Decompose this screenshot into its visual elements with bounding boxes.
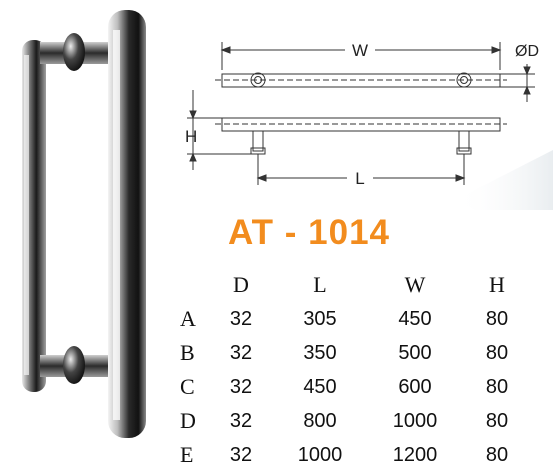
cell-l: 450 xyxy=(303,375,337,398)
back-bar-highlight xyxy=(24,55,29,375)
row-label: B xyxy=(180,340,195,365)
h-label: H xyxy=(185,127,197,146)
row-label: A xyxy=(180,306,196,331)
side-view-post-right xyxy=(458,130,470,152)
table-row: C 32 450 600 80 xyxy=(180,370,532,404)
cell-l: 1000 xyxy=(297,443,343,466)
l-label: L xyxy=(355,169,364,188)
cell-h: 80 xyxy=(485,443,509,466)
cell-l: 800 xyxy=(303,409,337,432)
front-bar-highlight xyxy=(113,30,120,420)
cell-d: 32 xyxy=(229,409,253,432)
top-view-post-left xyxy=(250,72,266,88)
w-label: W xyxy=(352,41,368,60)
cell-d: 32 xyxy=(229,307,253,330)
cell-l: 350 xyxy=(303,341,337,364)
cell-h: 80 xyxy=(485,375,509,398)
cell-w: 1000 xyxy=(392,409,438,432)
table-row: E 32 1000 1200 80 xyxy=(180,438,532,472)
spec-table: D L W H A 32 305 450 80 B 32 350 500 80 … xyxy=(180,268,532,472)
top-cap xyxy=(63,33,85,71)
column-header-w: W xyxy=(404,272,426,297)
table-row: A 32 305 450 80 xyxy=(180,302,532,336)
row-label: C xyxy=(180,374,195,399)
cell-h: 80 xyxy=(485,409,509,432)
background-sketch xyxy=(455,150,553,210)
row-label: D xyxy=(180,408,196,433)
corner-cell xyxy=(180,268,210,302)
cell-h: 80 xyxy=(485,341,509,364)
row-label: E xyxy=(180,442,194,467)
table-row: D 32 800 1000 80 xyxy=(180,404,532,438)
handle-photo xyxy=(22,10,146,438)
cell-w: 500 xyxy=(398,341,432,364)
diameter-label: ØD xyxy=(515,43,539,60)
side-view-post-left xyxy=(252,130,264,152)
dimension-drawing: W ØD H L xyxy=(185,40,553,210)
cell-d: 32 xyxy=(229,341,253,364)
table-header-row: D L W H xyxy=(180,268,532,302)
cell-d: 32 xyxy=(229,375,253,398)
bottom-cap xyxy=(63,346,85,384)
cell-w: 600 xyxy=(398,375,432,398)
column-header-h: H xyxy=(489,272,505,297)
cell-d: 32 xyxy=(229,443,253,466)
table-row: B 32 350 500 80 xyxy=(180,336,532,370)
cell-w: 450 xyxy=(398,307,432,330)
model-title: AT - 1014 xyxy=(228,213,391,252)
cell-w: 1200 xyxy=(392,443,438,466)
cell-h: 80 xyxy=(485,307,509,330)
column-header-l: L xyxy=(313,272,327,297)
column-header-d: D xyxy=(233,272,249,297)
cell-l: 305 xyxy=(303,307,337,330)
top-view-post-right xyxy=(456,72,472,88)
